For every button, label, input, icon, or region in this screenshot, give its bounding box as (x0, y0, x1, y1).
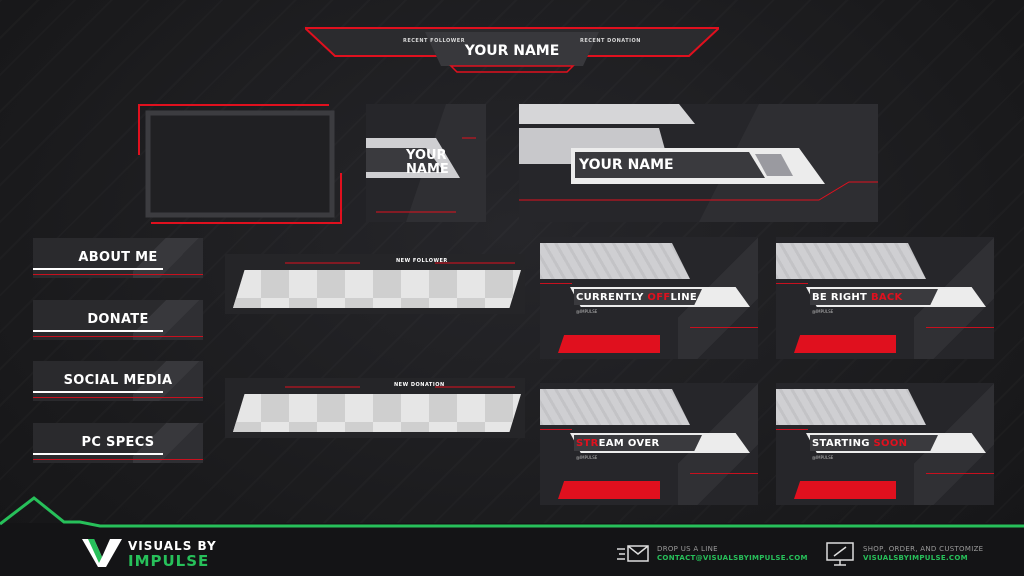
screen-title: CURRENTLY OFFLINE (576, 292, 697, 303)
screen-stream-over: STREAM OVER @IMPULSE (540, 383, 758, 505)
banner-name: YOUR NAME (579, 157, 674, 173)
monitor-icon (826, 541, 856, 567)
contact-label: DROP US A LINE (657, 545, 718, 553)
follower-alert-title: NEW FOLLOWER (396, 258, 448, 264)
banner-graphic (519, 104, 878, 222)
monitor-icon-graphic (826, 542, 854, 566)
cam-name-line1: YOUR (406, 148, 447, 163)
panel-donate: DONATE (33, 300, 203, 340)
screen-title: STREAM OVER (576, 438, 660, 449)
brand-line2: IMPULSE (128, 552, 210, 570)
panel-about-me: ABOUT ME (33, 238, 203, 278)
screen-starting-soon: STARTING SOON @IMPULSE (776, 383, 994, 505)
webcam-frame-graphic (138, 104, 342, 224)
screen-handle: @IMPULSE (576, 455, 598, 460)
cam-name-graphic (366, 104, 486, 222)
screen-handle: @IMPULSE (812, 455, 834, 460)
brand-line1: VISUALS BY (128, 539, 217, 553)
screen-offline: CURRENTLY OFFLINE @IMPULSE (540, 237, 758, 359)
donation-alert-bar (233, 394, 521, 432)
top-bar-name: YOUR NAME (464, 43, 560, 59)
follower-alert-bar (233, 270, 521, 308)
recent-donation-label: RECENT DONATION (580, 38, 641, 44)
shop-website-link[interactable]: VISUALSBYIMPULSE.COM (863, 554, 968, 562)
panel-label: SOCIAL MEDIA (63, 373, 173, 388)
screen-red-box (794, 335, 896, 353)
contact-email-link[interactable]: CONTACT@VISUALSBYIMPULSE.COM (657, 554, 808, 562)
top-name-bar: RECENT FOLLOWER RECENT DONATION YOUR NAM… (302, 26, 722, 74)
top-bar-frame (302, 27, 722, 73)
brand-logo (82, 537, 122, 567)
screen-handle: @IMPULSE (576, 309, 598, 314)
cam-name-line2: NAME (406, 162, 449, 177)
screen-red-box (558, 335, 660, 353)
shop-label: SHOP, ORDER, AND CUSTOMIZE (863, 545, 984, 553)
screen-handle: @IMPULSE (812, 309, 834, 314)
brand-logo-icon (82, 539, 122, 567)
donation-alert-lines (285, 386, 515, 388)
screen-red-box (558, 481, 660, 499)
mail-icon (617, 544, 649, 564)
mail-icon-graphic (617, 545, 649, 562)
screen-title: STARTING SOON (812, 438, 908, 449)
panel-social-media: SOCIAL MEDIA (33, 361, 203, 401)
screen-be-right-back: BE RIGHT BACK @IMPULSE (776, 237, 994, 359)
stream-banner: YOUR NAME (519, 104, 878, 222)
cam-name-box: YOUR NAME (366, 104, 486, 222)
panel-label: DONATE (87, 312, 149, 327)
webcam-frame (137, 103, 343, 225)
follower-alert-lines (285, 262, 515, 264)
footer-green-line (0, 496, 1024, 528)
screen-title: BE RIGHT BACK (812, 292, 903, 303)
panel-label: PC SPECS (81, 435, 155, 450)
panel-label: ABOUT ME (78, 250, 158, 265)
recent-follower-label: RECENT FOLLOWER (403, 38, 466, 44)
screen-red-box (794, 481, 896, 499)
panel-pc-specs: PC SPECS (33, 423, 203, 463)
donation-alert-title: NEW DONATION (394, 382, 445, 388)
